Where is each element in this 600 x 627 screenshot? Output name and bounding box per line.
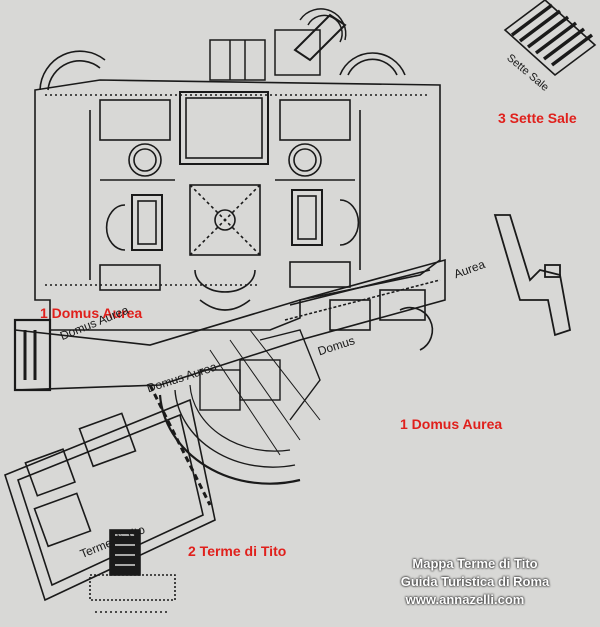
top-structures	[209, 8, 347, 81]
terme-di-tito-plan	[4, 398, 216, 613]
caption-line-2: Guida Turistica di Roma	[400, 574, 550, 589]
domus-aurea-band	[13, 258, 446, 392]
label-terme-di-tito[interactable]: 2 Terme di Tito	[188, 543, 287, 559]
main-complex-plan	[34, 50, 441, 331]
sette-sale-plan	[503, 0, 597, 77]
right-annex	[493, 214, 572, 337]
label-domus-aurea-right[interactable]: 1 Domus Aurea	[400, 416, 503, 432]
caption-line-1: Mappa Terme di Tito	[412, 556, 538, 571]
label-sette-sale[interactable]: 3 Sette Sale	[498, 110, 577, 126]
label-domus-aurea-left[interactable]: 1 Domus Aurea	[40, 305, 143, 321]
terme-exedra	[148, 329, 321, 506]
caption-line-3[interactable]: www.annazelli.com	[405, 592, 525, 607]
